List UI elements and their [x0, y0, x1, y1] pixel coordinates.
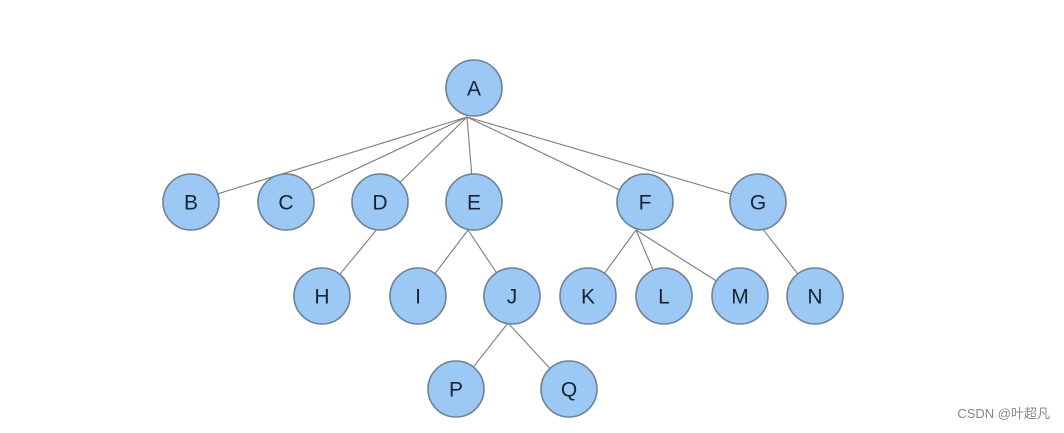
edge-A-F: [466, 116, 621, 191]
node-E: E: [445, 173, 503, 231]
node-label-Q: Q: [561, 379, 577, 402]
node-label-P: P: [449, 379, 463, 402]
node-circle-D: [351, 173, 409, 231]
node-circle-J: [483, 267, 541, 325]
node-B: B: [162, 173, 220, 231]
node-circle-N: [786, 267, 844, 325]
node-label-D: D: [372, 192, 387, 215]
node-circle-E: [445, 173, 503, 231]
node-circle-Q: [540, 360, 598, 418]
node-H: H: [293, 267, 351, 325]
node-D: D: [351, 173, 409, 231]
node-J: J: [483, 267, 541, 325]
node-circle-H: [293, 267, 351, 325]
edge-A-B: [216, 116, 468, 195]
node-label-H: H: [314, 286, 329, 309]
node-circle-L: [635, 267, 693, 325]
node-M: M: [711, 267, 769, 325]
node-label-M: M: [731, 286, 749, 309]
edge-A-C: [310, 116, 468, 191]
node-I: I: [389, 267, 447, 325]
node-circle-M: [711, 267, 769, 325]
node-label-F: F: [639, 192, 652, 215]
edge-D-H: [338, 227, 379, 276]
edge-E-J: [467, 229, 498, 274]
node-circle-F: [616, 173, 674, 231]
node-C: C: [257, 173, 315, 231]
node-circle-K: [559, 267, 617, 325]
edge-J-Q: [507, 322, 552, 370]
edge-A-E: [466, 116, 473, 176]
node-K: K: [559, 267, 617, 325]
csdn-watermark: CSDN @叶超凡: [957, 406, 1050, 421]
node-label-L: L: [658, 286, 670, 309]
node-A: A: [445, 59, 503, 117]
node-label-N: N: [807, 286, 822, 309]
edge-A-G: [466, 116, 733, 195]
edge-A-D: [398, 116, 468, 184]
node-label-G: G: [750, 192, 766, 215]
node-label-C: C: [278, 192, 293, 215]
node-N: N: [786, 267, 844, 325]
node-label-K: K: [581, 286, 595, 309]
node-P: P: [427, 360, 485, 418]
node-label-A: A: [467, 78, 481, 101]
node-circle-B: [162, 173, 220, 231]
edges-layer: [216, 116, 799, 370]
node-label-B: B: [184, 192, 198, 215]
edge-F-L: [635, 229, 655, 272]
nodes-layer: A B C D E F G H I J K L M N P Q: [162, 59, 844, 418]
edge-G-N: [761, 227, 799, 276]
node-L: L: [635, 267, 693, 325]
node-F: F: [616, 173, 674, 231]
node-label-I: I: [415, 286, 421, 309]
edge-J-P: [472, 322, 509, 369]
node-circle-G: [729, 173, 787, 231]
edge-E-I: [433, 229, 469, 275]
node-G: G: [729, 173, 787, 231]
node-circle-P: [427, 360, 485, 418]
node-circle-A: [445, 59, 503, 117]
edge-F-M: [635, 229, 718, 282]
node-circle-I: [389, 267, 447, 325]
node-circle-C: [257, 173, 315, 231]
node-label-J: J: [507, 286, 518, 309]
edge-F-K: [603, 229, 637, 275]
node-Q: Q: [540, 360, 598, 418]
node-label-E: E: [467, 192, 481, 215]
